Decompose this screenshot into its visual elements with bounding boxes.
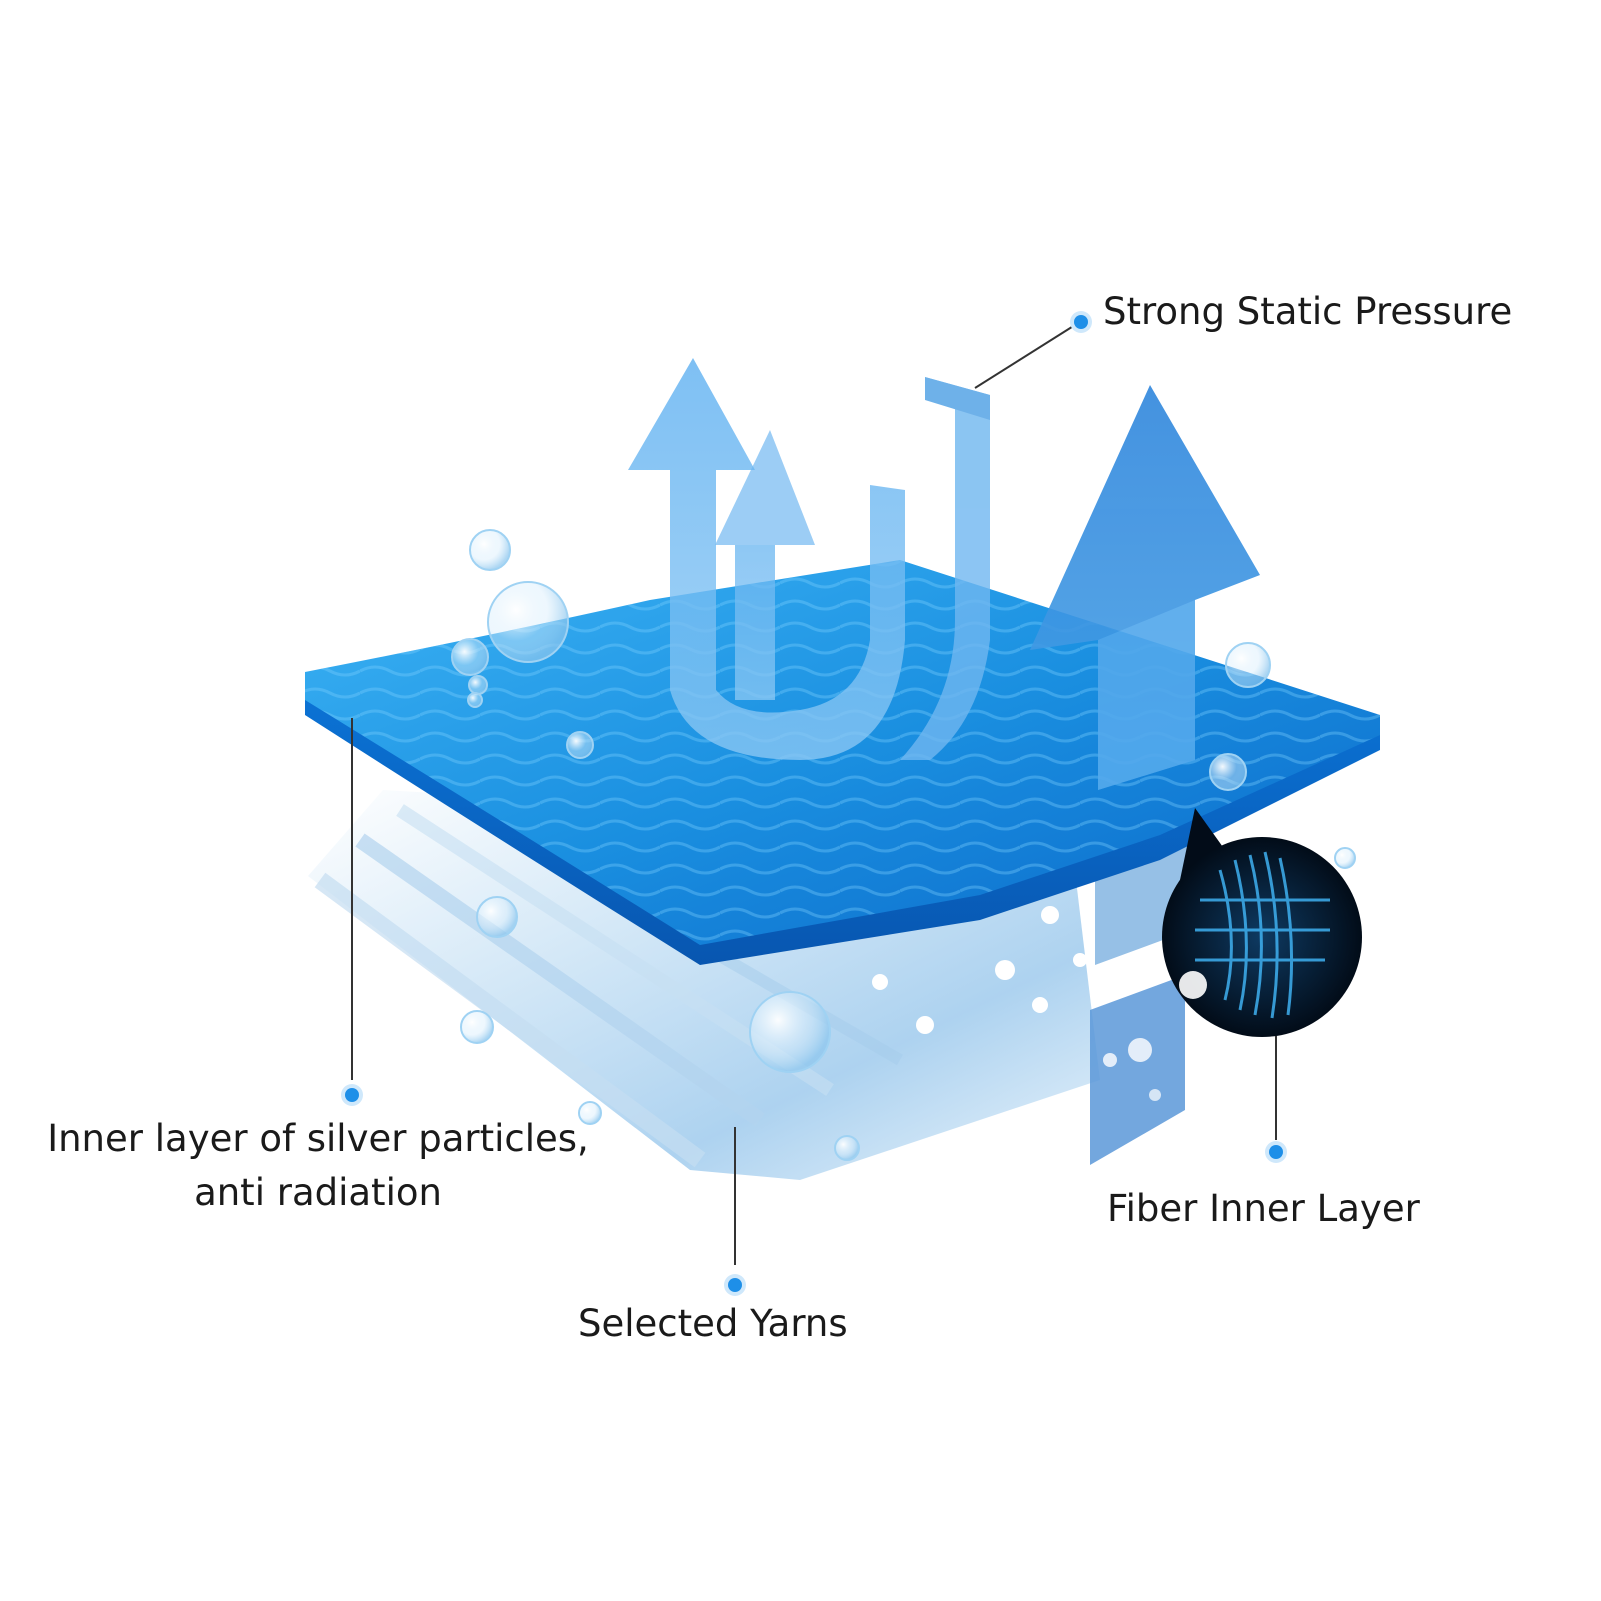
- tall-bar-arrow-icon: [900, 377, 990, 760]
- magnifier-circle-icon: [1162, 808, 1362, 1037]
- water-droplet-icons: [451, 529, 1356, 1161]
- small-up-arrow-icon: [715, 430, 815, 700]
- marker-dot-icon: [728, 1278, 742, 1292]
- label-fiber-inner-layer: Fiber Inner Layer: [1107, 1187, 1420, 1230]
- marker-dot-icon: [345, 1088, 359, 1102]
- label-strong-static-pressure: Strong Static Pressure: [1103, 290, 1513, 333]
- leader-inner-silver: [341, 718, 363, 1106]
- leader-fiber-inner-layer: [1265, 1036, 1287, 1163]
- label-selected-yarns: Selected Yarns: [578, 1302, 848, 1345]
- label-inner-silver-line2: anti radiation: [194, 1170, 442, 1214]
- marker-dot-icon: [1269, 1145, 1283, 1159]
- label-inner-silver-line1: Inner layer of silver particles,: [47, 1117, 589, 1160]
- leader-selected-yarns: [724, 1127, 746, 1296]
- marker-dot-icon: [1074, 315, 1088, 329]
- air-particles: [872, 906, 1087, 1034]
- large-up-arrow-icon: [1030, 385, 1260, 790]
- label-inner-silver-layer: Inner layer of silver particles, anti ra…: [28, 1112, 608, 1219]
- u-turn-arrow-icon: [628, 358, 905, 760]
- leader-strong-static-pressure: [974, 311, 1092, 389]
